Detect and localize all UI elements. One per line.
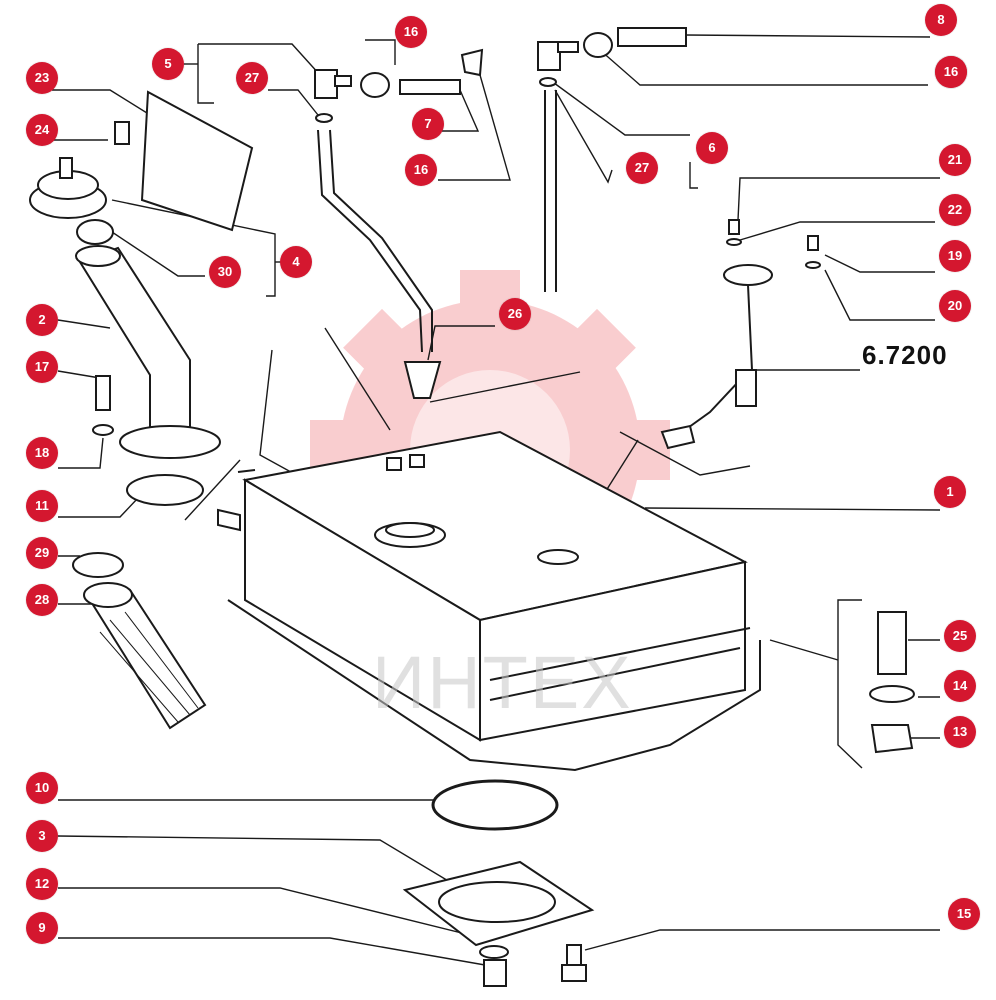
leader-lines (52, 34, 941, 966)
bolt-17 (95, 375, 111, 411)
callout-14[interactable]: 14 (944, 670, 976, 702)
callout-25[interactable]: 25 (944, 620, 976, 652)
callout-21[interactable]: 21 (939, 144, 971, 176)
callout-27[interactable]: 27 (236, 62, 268, 94)
watermark-text: ИНТЕХ (372, 641, 633, 724)
callout-19[interactable]: 19 (939, 240, 971, 272)
callout-7[interactable]: 7 (412, 108, 444, 140)
stud-nut-set (869, 611, 915, 754)
bolt-24 (114, 121, 130, 145)
callout-5[interactable]: 5 (152, 48, 184, 80)
callout-1[interactable]: 1 (934, 476, 966, 508)
assembly-code-label: 6.7200 (862, 340, 948, 370)
callout-16[interactable]: 16 (935, 56, 967, 88)
callout-29[interactable]: 29 (26, 537, 58, 569)
nut-washer (479, 945, 509, 987)
collar-nut (76, 219, 114, 245)
gasket-11 (126, 474, 204, 506)
callout-3[interactable]: 3 (26, 820, 58, 852)
callout-27[interactable]: 27 (626, 152, 658, 184)
callout-18[interactable]: 18 (26, 437, 58, 469)
gasket-10 (431, 779, 559, 831)
gasket-29 (72, 552, 124, 578)
callout-20[interactable]: 20 (939, 290, 971, 322)
callout-10[interactable]: 10 (26, 772, 58, 804)
callout-2[interactable]: 2 (26, 304, 58, 336)
mesh-strainer (83, 582, 207, 730)
fuel-tank (217, 430, 761, 772)
callout-22[interactable]: 22 (939, 194, 971, 226)
tank-openings (374, 454, 579, 565)
callout-4[interactable]: 4 (280, 246, 312, 278)
callout-13[interactable]: 13 (944, 716, 976, 748)
filler-cap (29, 157, 107, 219)
callout-23[interactable]: 23 (26, 62, 58, 94)
mounting-bracket (140, 90, 254, 232)
callout-30[interactable]: 30 (209, 256, 241, 288)
fittings (314, 27, 687, 123)
fuel-lines (317, 90, 557, 353)
callout-9[interactable]: 9 (26, 912, 58, 944)
callout-6[interactable]: 6 (696, 132, 728, 164)
callout-15[interactable]: 15 (948, 898, 980, 930)
washer-18 (92, 424, 114, 436)
sender-screws (726, 219, 821, 269)
intake-filter (403, 361, 442, 399)
callout-12[interactable]: 12 (26, 868, 58, 900)
bolt-15 (561, 944, 587, 982)
callout-16[interactable]: 16 (395, 16, 427, 48)
callout-28[interactable]: 28 (26, 584, 58, 616)
callout-26[interactable]: 26 (499, 298, 531, 330)
callout-24[interactable]: 24 (26, 114, 58, 146)
filler-neck (75, 245, 221, 459)
callout-16[interactable]: 16 (405, 154, 437, 186)
cover-plate (402, 860, 595, 947)
callout-8[interactable]: 8 (925, 4, 957, 36)
fuel-level-sender (660, 264, 773, 450)
callout-11[interactable]: 11 (26, 490, 58, 522)
callout-17[interactable]: 17 (26, 351, 58, 383)
